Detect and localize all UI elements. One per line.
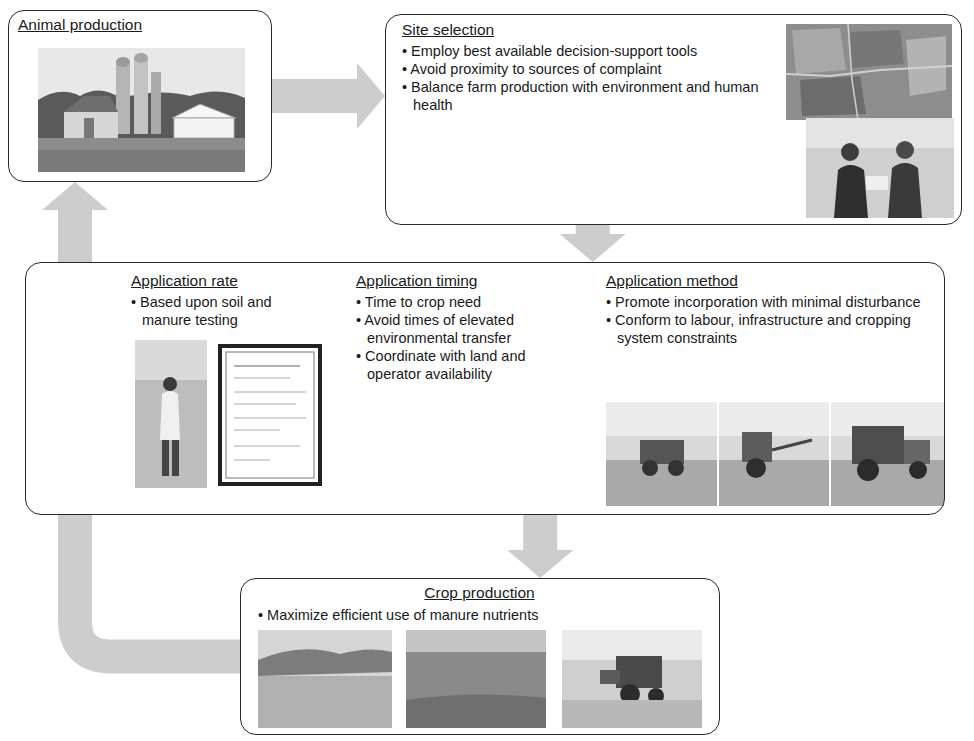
test-report-document xyxy=(220,346,320,484)
arrow-shaft xyxy=(576,225,610,235)
site-selection-box: Site selection • Employ best available de… xyxy=(385,14,962,225)
text-column: • Maximize efficient use of manure nutri… xyxy=(258,606,698,624)
text-column: Site selection • Employ best available de… xyxy=(402,20,772,114)
farm-photo xyxy=(38,48,245,172)
arrow-head xyxy=(42,182,108,210)
section-heading: Application timing xyxy=(356,271,581,291)
flow-arrow xyxy=(42,182,240,657)
text-column: Animal production xyxy=(18,15,248,37)
flow-arrow xyxy=(507,515,573,578)
section-heading: Application rate xyxy=(131,271,321,291)
aerial-map-photo xyxy=(786,24,952,120)
arrow-head xyxy=(357,63,385,129)
flow-arrow xyxy=(272,63,385,129)
section-heading: Animal production xyxy=(18,15,248,35)
field-consultation-photo xyxy=(806,118,954,218)
arrow-shaft xyxy=(523,515,557,551)
bullet-point: • Avoid times of elevated environmental … xyxy=(356,311,581,347)
bullet-point: • Time to crop need xyxy=(356,293,581,311)
animal-production-box: Animal production xyxy=(8,10,272,182)
crop-field-photos xyxy=(258,630,702,728)
text-column: Application method • Promote incorporatio… xyxy=(606,271,936,347)
text-column: Application rate• Based upon soil and ma… xyxy=(131,271,321,329)
soil-sampling-photo xyxy=(135,340,207,488)
section-heading: Application method xyxy=(606,271,936,291)
bullet-point: • Conform to labour, infrastructure and … xyxy=(606,311,936,347)
application-equipment-photos xyxy=(606,402,944,506)
arrow-head xyxy=(507,550,573,578)
bullet-point: • Balance farm production with environme… xyxy=(402,78,772,114)
flow-arrow xyxy=(560,225,626,262)
bullet-point: • Employ best available decision-support… xyxy=(402,42,772,60)
section-heading: Crop production xyxy=(241,583,718,603)
arrow-shaft xyxy=(272,79,358,113)
bullet-point: • Based upon soil and manure testing xyxy=(131,293,321,329)
bullet-point: • Promote incorporation with minimal dis… xyxy=(606,293,936,311)
section-heading: Site selection xyxy=(402,20,772,40)
bullet-point: • Coordinate with land and operator avai… xyxy=(356,347,581,383)
arrow-head xyxy=(560,234,626,262)
bullet-point: • Avoid proximity to sources of complain… xyxy=(402,60,772,78)
bullet-point: • Maximize efficient use of manure nutri… xyxy=(258,606,698,624)
application-box: Application rate• Based upon soil and ma… xyxy=(25,262,945,515)
text-column: Crop production xyxy=(241,583,718,605)
text-column: Application timing • Time to crop need• A… xyxy=(356,271,581,383)
crop-production-box: Crop production • Maximize efficient use … xyxy=(240,578,720,735)
